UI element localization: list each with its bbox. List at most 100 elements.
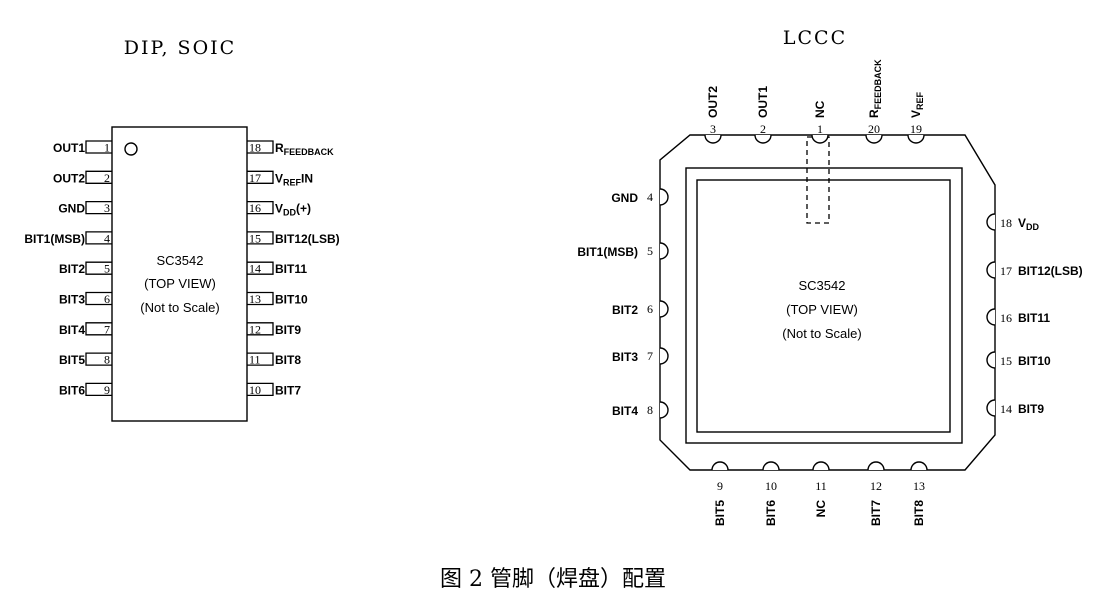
dip-pin-lead	[85, 322, 112, 336]
dip-pin-lead	[85, 352, 112, 366]
dip-pin-lead	[247, 200, 274, 215]
dip-pin-label: BIT7	[275, 383, 301, 397]
dip-pin-lead	[247, 231, 274, 245]
lccc-pin-label: NC	[813, 100, 827, 118]
lccc-pin-number: 3	[710, 122, 716, 136]
dip-pin-label: BIT2	[59, 262, 85, 276]
lccc-pin-number: 2	[760, 122, 766, 136]
lccc-pad	[659, 401, 669, 419]
lccc-pin-label: BIT5	[713, 500, 727, 526]
lccc-pad	[910, 461, 928, 471]
dip-pin-label: BIT9	[275, 323, 301, 337]
dip-pin-number: 13	[249, 292, 261, 306]
dip-pin-label: VREFIN	[275, 171, 313, 187]
dip-pin-number: 16	[249, 201, 261, 215]
dip-pin-number: 7	[104, 322, 110, 336]
lccc-pad	[659, 347, 669, 365]
lccc-pin-label: VREF	[909, 91, 925, 118]
lccc-pin-label: BIT10	[1018, 354, 1051, 368]
lccc-pad	[865, 134, 883, 144]
lccc-pad	[811, 134, 829, 144]
dip-pin-number: 14	[249, 262, 261, 276]
lccc-pad	[986, 213, 996, 231]
dip-pin-label: OUT1	[53, 141, 85, 155]
dip-pin-lead	[85, 200, 112, 215]
dip-pin-label: BIT8	[275, 353, 301, 367]
lccc-pin-number: 8	[647, 403, 653, 417]
lccc-pin-number: 16	[1000, 311, 1012, 325]
dip-part-number: SC3542	[157, 253, 204, 268]
dip-pin-lead	[247, 322, 274, 336]
lccc-pin-label: BIT9	[1018, 402, 1044, 416]
lccc-pad	[986, 308, 996, 326]
lccc-pad	[762, 461, 780, 471]
lccc-pad	[986, 351, 996, 369]
dip-pin-number: 17	[249, 171, 261, 185]
lccc-pad	[659, 300, 669, 318]
dip-pin-number: 8	[104, 353, 110, 367]
dip-pin-number: 6	[104, 292, 110, 306]
lccc-pad	[867, 461, 885, 471]
dip-pin-lead	[247, 140, 274, 154]
dip-pin-number: 9	[104, 383, 110, 397]
lccc-title: LCCC	[783, 27, 847, 49]
dip-pin-number: 3	[104, 201, 110, 215]
dip-pin-number: 5	[104, 262, 110, 276]
dip-pin-lead	[247, 382, 274, 397]
lccc-pin-number: 10	[765, 479, 777, 493]
lccc-pin-number: 14	[1000, 402, 1012, 416]
lccc-pad	[986, 261, 996, 279]
lccc-pad	[986, 399, 996, 417]
lccc-pin-number: 18	[1000, 216, 1012, 230]
lccc-pad	[812, 461, 830, 471]
lccc-pin-label: BIT3	[612, 350, 638, 364]
dip-pin-lead	[85, 170, 112, 184]
dip-pin-number: 4	[104, 231, 110, 245]
lccc-pad	[704, 134, 722, 144]
dip-pin-label: OUT2	[53, 171, 85, 185]
dip-package: DIP, SOIC SC3542 (TOP VIEW) (Not to Scal…	[24, 37, 340, 422]
lccc-outer-frame	[685, 167, 963, 444]
dip-pin-label: BIT5	[59, 353, 85, 367]
lccc-pad	[659, 188, 669, 206]
dip-pin-number: 10	[249, 383, 261, 397]
lccc-pin-number: 1	[817, 122, 823, 136]
lccc-pin-number: 5	[647, 244, 653, 258]
lccc-pin-number: 17	[1000, 264, 1012, 278]
dip-pin-number: 11	[249, 353, 261, 367]
dip-pin-number: 15	[249, 231, 261, 245]
lccc-pin-number: 6	[647, 302, 653, 316]
dip-pin-label: BIT6	[59, 383, 85, 397]
dip-pin-lead	[85, 261, 112, 275]
lccc-pin-number: 15	[1000, 354, 1012, 368]
dip-not-to-scale: (Not to Scale)	[140, 300, 219, 315]
dip-pin-label: BIT4	[59, 323, 85, 337]
dip-pin-lead	[247, 352, 274, 366]
dip-pin-number: 1	[104, 141, 110, 155]
dip-pin-number: 12	[249, 322, 261, 336]
lccc-pin-label: OUT2	[706, 86, 720, 118]
dip-pin-label: VDD(+)	[275, 202, 311, 218]
lccc-pin-number: 13	[913, 479, 925, 493]
lccc-pin-number: 20	[868, 122, 880, 136]
dip-pin-lead	[247, 291, 274, 306]
dip-pin-label: BIT10	[275, 293, 308, 307]
lccc-pin-number: 7	[647, 349, 653, 363]
dip-pin-lead	[247, 261, 274, 275]
lccc-pin-number: 9	[717, 479, 723, 493]
lccc-pad	[659, 242, 669, 260]
dip-left-pins: 1OUT12OUT23GND4BIT1(MSB)5BIT26BIT37BIT48…	[24, 140, 112, 397]
lccc-pin-label: BIT2	[612, 303, 638, 317]
dip-pin-label: BIT3	[59, 293, 85, 307]
dip-pin-number: 2	[104, 171, 110, 185]
dip-pin-label: RFEEDBACK	[275, 141, 334, 157]
lccc-top-view: (TOP VIEW)	[786, 302, 858, 317]
lccc-part-number: SC3542	[799, 278, 846, 293]
pin1-marker	[124, 142, 138, 156]
lccc-inner-frame	[696, 179, 951, 433]
